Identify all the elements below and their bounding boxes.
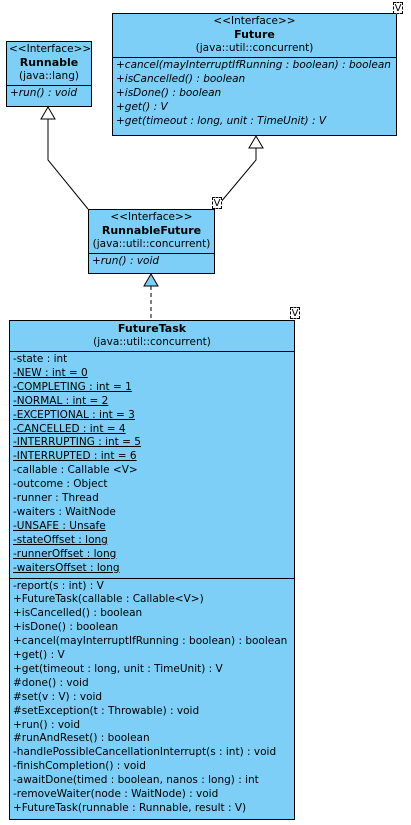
package-label: (java::util::concurrent)	[92, 238, 211, 250]
operations-section: +run() : void	[7, 86, 91, 103]
attribute-row: -runner : Thread	[13, 492, 99, 505]
operation-row: -finishCompletion() : void	[13, 760, 146, 773]
operation-row: +cancel(mayInterruptIfRunning : boolean)…	[116, 59, 391, 71]
class-name: Future	[234, 28, 275, 41]
operation-row: -removeWaiter(node : WaitNode) : void	[13, 788, 219, 801]
attribute-row: -INTERRUPTING : int = 5	[13, 436, 141, 449]
realization-arrowhead-futuretask	[143, 273, 159, 287]
attribute-row: -EXCEPTIONAL : int = 3	[13, 408, 135, 421]
generalization-line-runnable	[47, 119, 89, 210]
operation-row: -awaitDone(timed : boolean, nanos : long…	[13, 774, 259, 787]
operation-row: +cancel(mayInterruptIfRunning : boolean)…	[13, 635, 288, 648]
class-name: Runnable	[19, 56, 79, 69]
attribute-row: -UNSAFE : Unsafe	[13, 519, 106, 532]
stereotype-label: <<Interface>>	[9, 43, 92, 55]
package-label: (java::util::concurrent)	[93, 336, 211, 348]
operation-row: +isDone() : boolean	[116, 86, 222, 99]
operations-section: +cancel(mayInterruptIfRunning : boolean)…	[113, 58, 396, 131]
operation-row: +run() : void	[92, 255, 160, 267]
operation-row: +get() : V	[13, 649, 65, 662]
package-label: (java::lang)	[19, 70, 79, 82]
attribute-row: -NORMAL : int = 2	[13, 394, 109, 407]
operation-row: +get(timeout : long, unit : TimeUnit) : …	[116, 114, 327, 127]
operation-row: +FutureTask(callable : Callable<V>)	[13, 593, 204, 606]
operation-row: +run() : void	[13, 718, 81, 731]
attribute-row: -waiters : WaitNode	[13, 505, 116, 518]
operations-section: +run() : void	[89, 254, 214, 271]
operation-row: #runAndReset() : boolean	[13, 732, 150, 745]
futuretask-class-box[interactable]: FutureTask (java::util::concurrent) -sta…	[9, 320, 295, 820]
attribute-row: -waitersOffset : long	[13, 561, 120, 574]
operation-row: #setException(t : Throwable) : void	[13, 704, 200, 717]
operation-row: +isCancelled() : boolean	[13, 607, 143, 620]
generalization-line-future	[214, 148, 257, 210]
runnable-interface-box[interactable]: <<Interface>> Runnable (java::lang) +run…	[6, 41, 92, 107]
template-parameter-badge: V	[212, 197, 222, 209]
operation-row: -report(s : int) : V	[13, 579, 104, 592]
operation-row: +get(timeout : long, unit : TimeUnit) : …	[13, 662, 223, 675]
stereotype-label: <<Interface>>	[213, 15, 296, 27]
attribute-row: -CANCELLED : int = 4	[13, 422, 126, 435]
attribute-row: -callable : Callable <V>	[13, 464, 138, 477]
operation-row: +isCancelled() : boolean	[116, 72, 246, 85]
generalization-arrowhead-future	[248, 135, 264, 149]
class-name: FutureTask	[117, 322, 187, 335]
operation-row: +run() : void	[10, 87, 78, 99]
operation-row: +FutureTask(runnable : Runnable, result …	[13, 802, 247, 814]
template-parameter-badge: V	[290, 307, 300, 319]
operation-row: #done() : void	[13, 676, 89, 689]
operation-row: +get() : V	[116, 100, 168, 113]
futuretask-header: FutureTask (java::util::concurrent)	[10, 321, 294, 352]
attribute-row: -NEW : int = 0	[13, 366, 88, 379]
generalization-arrowhead-runnable	[40, 106, 56, 120]
future-header: <<Interface>> Future (java::util::concur…	[113, 14, 396, 58]
attribute-row: -COMPLETING : int = 1	[13, 380, 132, 393]
operations-section: -report(s : int) : V +FutureTask(callabl…	[10, 577, 294, 818]
template-parameter-badge: V	[393, 2, 403, 14]
runnable-header: <<Interface>> Runnable (java::lang)	[7, 42, 91, 86]
attribute-row: -runnerOffset : long	[13, 547, 117, 560]
operation-row: +isDone() : boolean	[13, 621, 119, 634]
stereotype-label: <<Interface>>	[110, 211, 193, 223]
attribute-row: -state : int	[13, 353, 68, 365]
runnablefuture-header: <<Interface>> RunnableFuture (java::util…	[89, 210, 214, 254]
package-label: (java::util::concurrent)	[195, 42, 314, 54]
attribute-row: -stateOffset : long	[13, 533, 108, 546]
attributes-section: -state : int -NEW : int = 0 -COMPLETING …	[10, 352, 294, 578]
future-interface-box[interactable]: <<Interface>> Future (java::util::concur…	[112, 13, 397, 136]
operation-row: #set(v : V) : void	[13, 690, 103, 703]
runnablefuture-interface-box[interactable]: <<Interface>> RunnableFuture (java::util…	[88, 209, 215, 274]
attribute-row: -outcome : Object	[13, 478, 108, 491]
operation-row: -handlePossibleCancellationInterrupt(s :…	[13, 746, 277, 759]
class-name: RunnableFuture	[101, 224, 202, 237]
attribute-row: -INTERRUPTED : int = 6	[13, 450, 137, 463]
